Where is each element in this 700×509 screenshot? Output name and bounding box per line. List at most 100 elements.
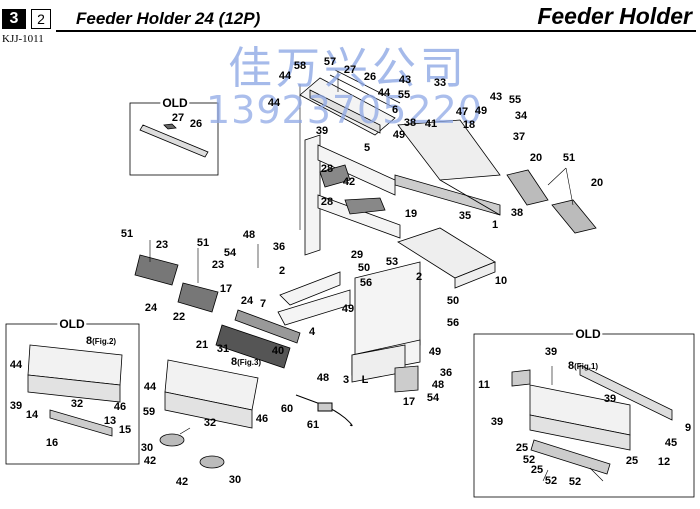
main-plate-8-fig3 [164,359,259,429]
callout: 29 [350,249,364,261]
bracket-3-L [351,344,419,393]
callout: 53 [385,256,399,268]
callout: 49 [341,303,355,315]
header-rule [56,30,696,32]
document-code: KJJ-1011 [2,33,44,45]
callout: 26 [189,118,203,130]
callout: 54 [426,392,440,404]
callout: 13 [103,415,117,427]
watermark-phone: 13923705220 [206,88,483,132]
callout: 14 [25,409,39,421]
callout: 10 [494,275,508,287]
callout: 51 [562,152,576,164]
callout: 30 [140,442,154,454]
callout: 52 [522,454,536,466]
callout: 32 [70,398,84,410]
callout: 23 [155,239,169,251]
callout: 37 [512,131,526,143]
callout: 44 [267,97,281,109]
callout: 47 [455,106,469,118]
callout: 27 [171,112,185,124]
rail-10 [397,227,496,289]
cable-60-61 [295,394,353,427]
callout: 17 [219,283,233,295]
callout: 42 [143,455,157,467]
callout: 16 [45,437,59,449]
callout: 55 [508,94,522,106]
callout: 55 [397,89,411,101]
callout: 44 [9,359,23,371]
strip-23b [177,282,219,313]
callout: 49 [428,346,442,358]
callout: 1 [491,219,499,231]
document-title: Feeder Holder 24 (12P) [76,9,261,28]
callout: 52 [568,476,582,488]
callout: 25 [515,442,529,454]
long-rail [394,119,501,216]
callout: 2 [278,265,286,277]
callout: 33 [433,77,447,89]
upper-rail-plate [299,69,401,136]
callout: 3 [342,374,350,386]
callout: 42 [175,476,189,488]
callout: 46 [113,401,127,413]
callout: 42 [342,176,356,188]
callout: 7 [259,298,267,310]
page-number-box: 2 [31,9,51,29]
callout: 22 [172,311,186,323]
callout: 24 [240,295,254,307]
callout: 28 [320,196,334,208]
callout: 20 [590,177,604,189]
callout: 39 [603,393,617,405]
callout: 39 [490,416,504,428]
callout: 32 [203,417,217,429]
toothed-rack-28a [319,164,351,188]
callout: 51 [196,237,210,249]
callout: 52 [544,475,558,487]
old-plate-8-fig1 [511,364,673,475]
old-label-left: OLD [57,317,87,331]
strip-23a [134,254,179,286]
callout-fig1: 8(Fig.1) [567,360,599,372]
callout: 4 [308,326,316,338]
strip-7 [215,324,291,369]
callout: 6 [391,104,399,116]
callout: 25 [530,464,544,476]
callout: 11 [478,379,490,391]
callout: 40 [271,345,285,357]
callout: 9 [684,422,692,434]
old-label-right: OLD [573,327,603,341]
callout: 18 [462,119,476,131]
callout: 46 [255,413,269,425]
connector-30a [159,433,185,447]
callout: 20 [529,152,543,164]
callout: 23 [211,259,225,271]
callout: 56 [359,277,373,289]
callout: 43 [398,74,412,86]
callout: 49 [392,129,406,141]
callout: 57 [323,56,337,68]
callout: L [361,374,369,386]
callout: 59 [142,406,156,418]
callout: 58 [293,60,307,72]
callout: 35 [458,210,472,222]
old-plate-8-fig2 [27,344,123,437]
callout: 61 [306,419,320,431]
callout: 51 [120,228,134,240]
callout: 26 [363,71,377,83]
callout: 24 [144,302,158,314]
callout: 36 [272,241,286,253]
callout: 36 [439,367,453,379]
callout: 45 [664,437,678,449]
callout: 2 [415,271,423,283]
callout: 48 [431,379,445,391]
callout: 38 [403,117,417,129]
callout: 19 [404,208,418,220]
callout: 50 [357,262,371,274]
callout: 60 [280,403,294,415]
callout: 54 [223,247,237,259]
callout: 41 [424,118,438,130]
old-label-top: OLD [160,96,190,110]
